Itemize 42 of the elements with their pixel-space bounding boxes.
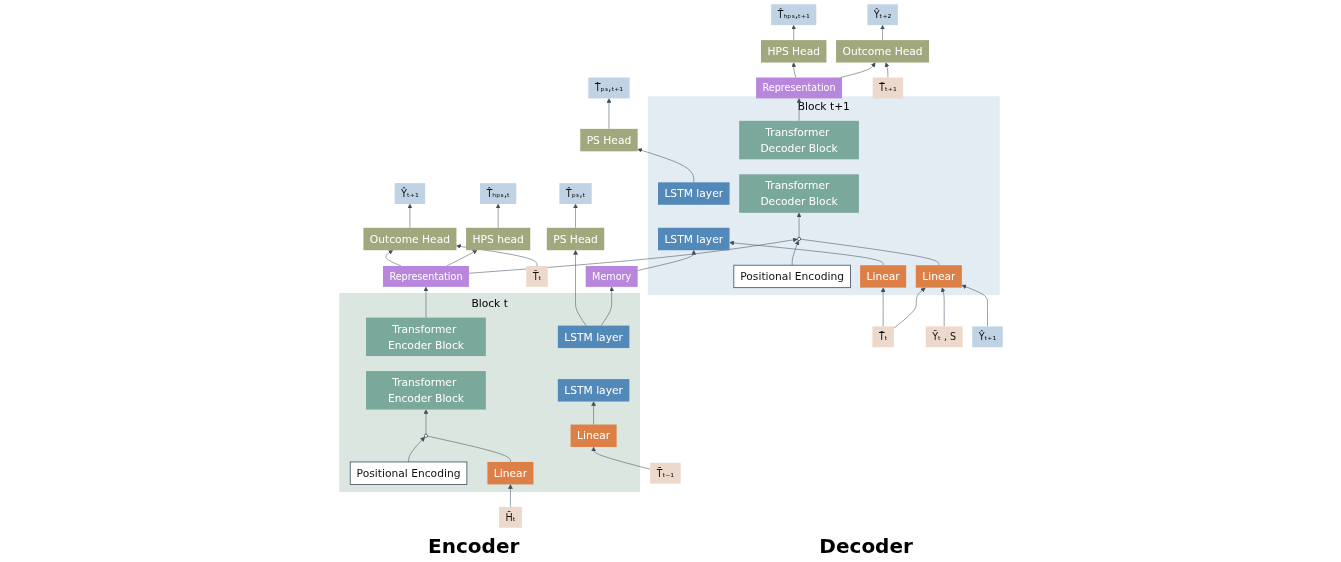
node-box: T̂ₚₛ,ₜ [558,183,592,204]
node-box: HPS Head [760,40,826,63]
node-box: Representation [755,77,842,99]
node-box: Linear [859,265,906,288]
node-box: Representation [382,266,469,287]
node-box: T̄ₜ₋₁ [649,462,681,484]
node-box: Outcome Head [362,227,456,251]
node-box: Linear [486,461,533,485]
connector [426,435,511,463]
node-box: H̄ₜ [498,506,522,528]
node-box: T̂ₚₛ,ₜ₊₁ [587,77,630,99]
node-box: Ŷₜ₊₁ [394,183,425,204]
node-circle [796,237,801,241]
node-box: Transformer Decoder Block [738,120,859,160]
node-box: PS Head [579,128,638,152]
node-box: Linear [915,265,962,288]
connector [799,238,939,266]
node-box: Ŷₜ₊₂ [866,4,898,26]
node-box: Transformer Encoder Block [365,371,486,410]
node-box: LSTM layer [557,325,629,349]
node-box: Transformer Decoder Block [738,174,859,213]
node-box: Outcome Head [835,40,929,63]
section-label: Encoder [428,534,520,558]
node-box: LSTM layer [657,182,730,205]
node-box: Transformer Encoder Block [365,317,486,357]
node-box: Ȳₜ , S [925,326,963,348]
node-box: PS Head [546,227,604,251]
node-box: LSTM layer [657,227,730,251]
section-label: Decoder [819,534,913,558]
node-box: Positional Encoding [732,264,851,289]
node-box: Memory [585,266,638,287]
node-box: Ŷₜ₊₁ [971,326,1003,348]
node-circle [423,433,428,438]
node-box: Positional Encoding [349,461,467,485]
node-box: HPS head [465,227,530,251]
node-box: T̂ₕₚₛ,ₜ₊₁ [770,4,816,26]
node-box: T̂ₕₚₛ,ₜ [479,183,516,204]
node-box: T̃ₜ [525,266,548,287]
node-box: LSTM layer [557,379,629,402]
node-box: T̃ₜ₊₁ [872,77,903,99]
node-box: T̄ₜ [871,326,894,348]
node-box: Linear [570,424,617,447]
